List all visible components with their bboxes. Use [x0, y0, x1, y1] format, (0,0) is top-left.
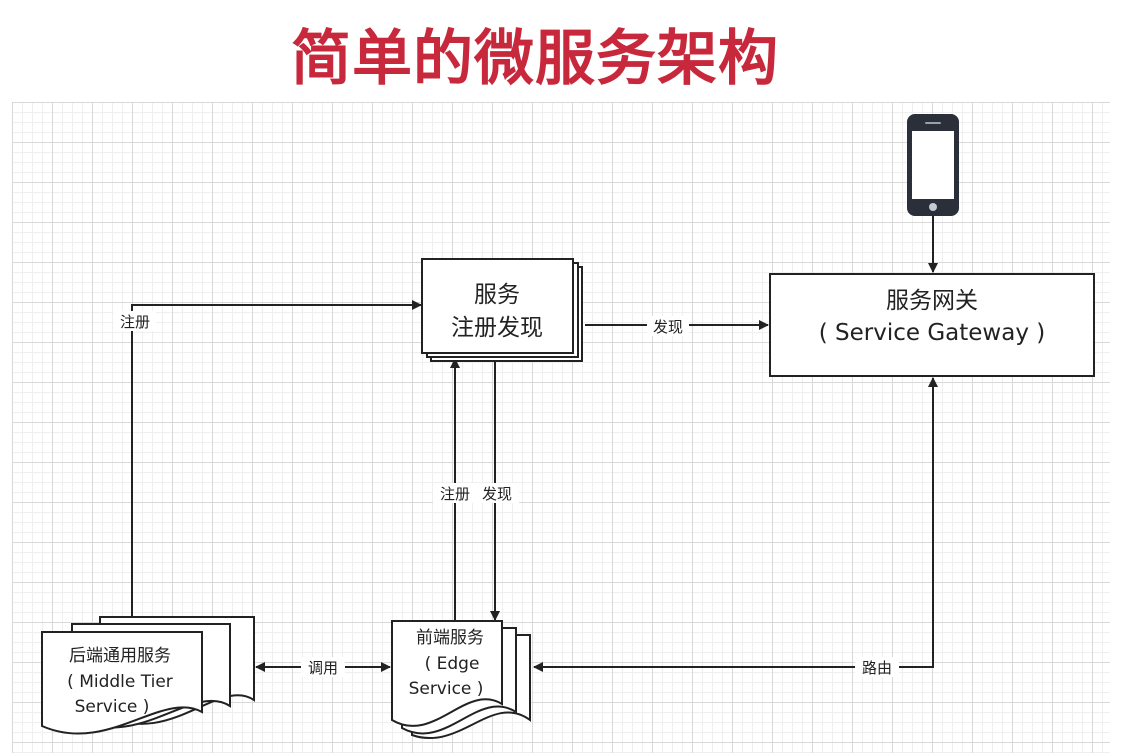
- middle-label-line1: 后端通用服务: [69, 646, 171, 666]
- edge-middle-register: [131, 300, 422, 617]
- label-middle-register: 注册: [120, 313, 150, 331]
- registry-label-line1: 服务: [474, 282, 520, 308]
- node-service-registry[interactable]: 服务 注册发现: [421, 258, 583, 362]
- edge-label-line3: Service ): [409, 679, 484, 699]
- label-middle-edge-call: 调用: [308, 659, 338, 677]
- label-edge-register: 注册: [440, 485, 470, 503]
- node-service-gateway[interactable]: 服务网关 ( Service Gateway ): [769, 273, 1095, 377]
- label-edge-discover: 发现: [482, 485, 512, 503]
- diagram-title: 简单的微服务架构: [291, 24, 779, 94]
- middle-label-line3: Service ): [75, 697, 150, 717]
- smartphone-icon: [907, 114, 959, 216]
- node-middle-tier-service[interactable]: 后端通用服务 ( Middle Tier Service ): [41, 616, 255, 735]
- gateway-label-line2: ( Service Gateway ): [819, 320, 1046, 346]
- middle-label-line2: ( Middle Tier: [67, 672, 173, 692]
- edge-gateway-route: [533, 377, 938, 672]
- label-gateway-route: 路由: [862, 659, 892, 677]
- label-registry-discover: 发现: [653, 318, 683, 336]
- gateway-label-line1: 服务网关: [886, 288, 978, 314]
- node-edge-service[interactable]: 前端服务 ( Edge Service ): [391, 620, 531, 739]
- edge-label-line1: 前端服务: [416, 628, 484, 648]
- edge-label-line2: ( Edge: [425, 654, 480, 674]
- registry-label-line2: 注册发现: [451, 315, 543, 341]
